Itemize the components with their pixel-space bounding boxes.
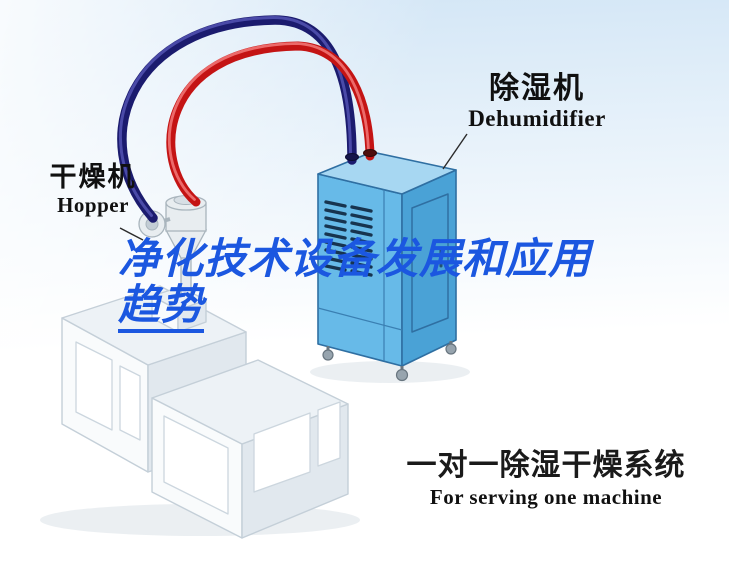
- extruder-cabinet-panel: [253, 412, 311, 493]
- caster-wheel: [322, 349, 334, 361]
- hopper-label-cn: 干燥机: [49, 162, 137, 192]
- red-hose-connector: [363, 149, 377, 157]
- dehumidifier-label: 除湿机 Dehumidifier: [446, 72, 628, 132]
- extruder-cabinet-top-face: [151, 359, 349, 445]
- red-hose-highlight: [167, 42, 370, 201]
- extruder-cabinet-panel: [317, 401, 341, 467]
- dehumidifier-machine: [317, 151, 457, 382]
- dehumidifier-label-en: Dehumidifier: [468, 106, 606, 131]
- extruder-machine: [61, 285, 349, 539]
- dehumidifier-label-cn: 除湿机: [489, 72, 585, 105]
- page-title-line2-row: 趋势: [118, 282, 591, 334]
- extruder-left-top-face: [61, 285, 247, 366]
- dehumidifier-pointer-line: [442, 133, 468, 170]
- caster-wheel: [395, 368, 409, 382]
- dehumidifier-lower-seam: [317, 307, 403, 331]
- dehumidifier-vent-grille: [324, 200, 373, 277]
- navy-hose-highlight: [118, 15, 352, 217]
- system-label: 一对一除湿干燥系统 For serving one machine: [388, 448, 704, 510]
- hopper-label-en: Hopper: [57, 193, 129, 217]
- red-supply-hose: [166, 41, 375, 207]
- hopper-label: 干燥机 Hopper: [32, 162, 154, 218]
- hose-connectors: [345, 149, 377, 161]
- navy-return-hose: [117, 15, 357, 223]
- page-title: 净化技术设备发展和应用 趋势: [118, 235, 592, 334]
- page-title-line1: 净化技术设备发展和应用: [118, 235, 592, 282]
- page-title-line2: 趋势: [118, 282, 205, 334]
- hopper-pointer-line: [119, 227, 144, 241]
- dehumidifier-shadow: [310, 361, 470, 383]
- extruder-panel: [119, 365, 141, 441]
- system-label-en: For serving one machine: [429, 485, 663, 509]
- navy-hose-connector: [345, 153, 359, 161]
- hopper-dryer: [138, 195, 208, 295]
- caster-wheel: [445, 343, 457, 355]
- system-label-cn: 一对一除湿干燥系统: [406, 449, 686, 482]
- extruder-cabinet-panel: [163, 415, 229, 515]
- extruder-panel: [75, 341, 113, 431]
- dehumidifier-door: [411, 193, 449, 333]
- hopper-pedestal-top: [151, 286, 207, 311]
